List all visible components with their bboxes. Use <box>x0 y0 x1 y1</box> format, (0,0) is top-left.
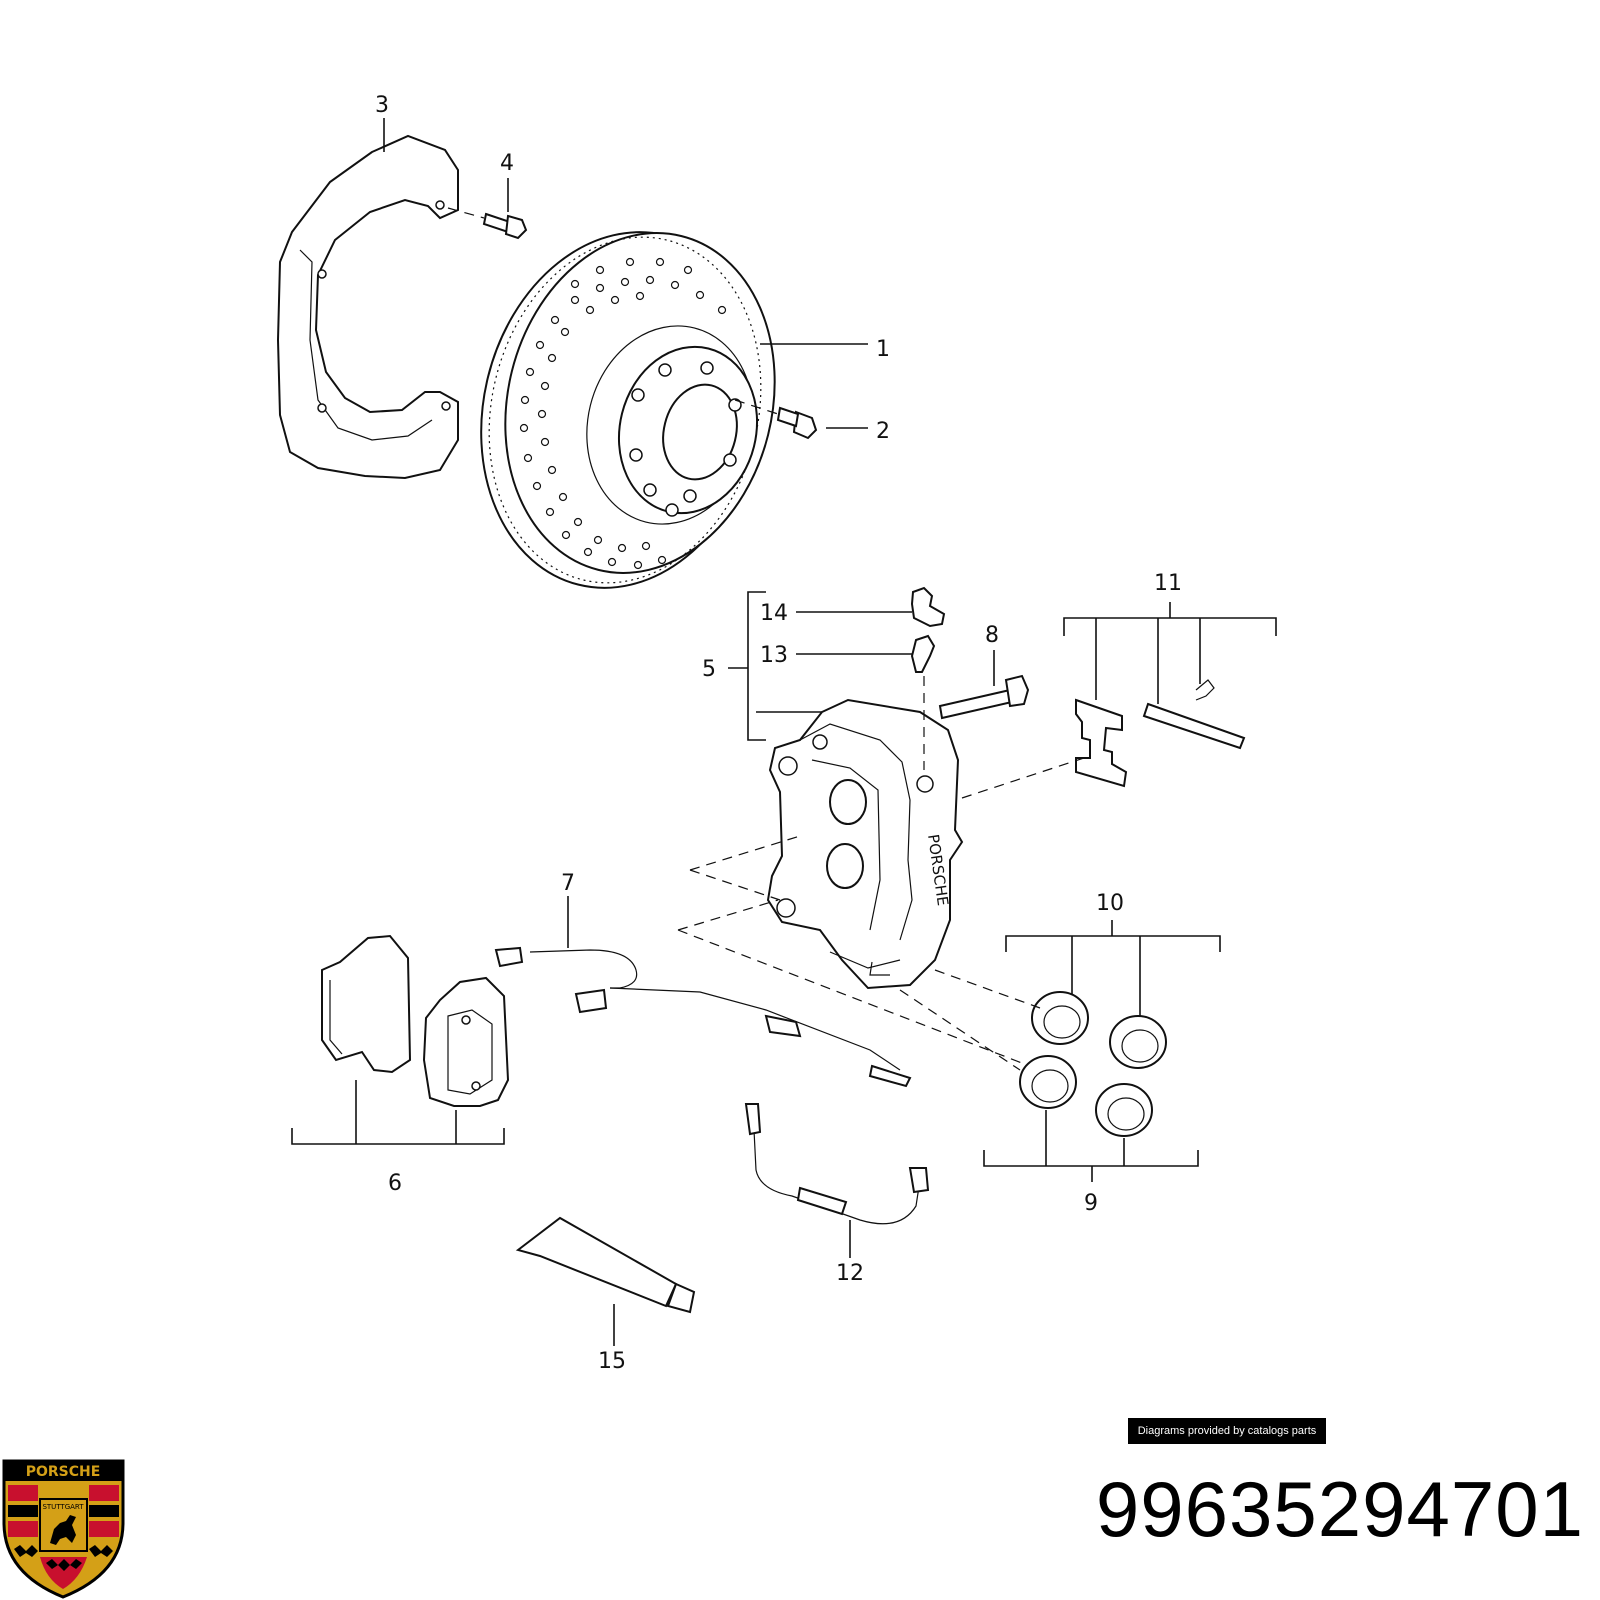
callout-2: 2 <box>876 419 890 444</box>
leader-lines-middle <box>728 591 1277 741</box>
callout-11: 11 <box>1154 571 1182 596</box>
brake-pads-part <box>291 835 1041 1145</box>
callout-10: 10 <box>1096 891 1124 916</box>
callout-12: 12 <box>836 1261 864 1286</box>
callout-14: 14 <box>760 601 788 626</box>
brake-line-part <box>744 1103 930 1258</box>
crest-top-text: PORSCHE <box>26 1464 101 1480</box>
disc-screw-part <box>734 399 818 440</box>
shield-bolt-part <box>447 207 528 240</box>
bleeder-valve-part <box>910 586 946 770</box>
callout-7: 7 <box>561 871 575 896</box>
callout-5: 5 <box>702 657 716 682</box>
brake-disc-part <box>480 231 776 589</box>
callout-13: 13 <box>760 643 788 668</box>
callout-15: 15 <box>598 1349 626 1374</box>
grease-tube-part <box>515 1216 696 1346</box>
brake-caliper-part: PORSCHE <box>766 698 964 990</box>
callout-labels: 1 2 3 4 5 6 7 8 9 10 11 12 13 14 15 <box>375 93 1182 1374</box>
crest-center-text: STUTTGART <box>42 1503 84 1511</box>
callout-1: 1 <box>876 337 890 362</box>
wear-sensor-part <box>494 896 912 1088</box>
callout-6: 6 <box>388 1171 402 1196</box>
dust-shield-part <box>276 134 459 480</box>
callout-4: 4 <box>500 151 514 176</box>
diagram-credit-label: Diagrams provided by catalogs parts <box>1128 1418 1326 1444</box>
pad-retainer-part <box>961 679 1246 799</box>
caliper-bolt-part <box>938 650 1030 720</box>
callout-3: 3 <box>375 93 389 118</box>
callout-9: 9 <box>1084 1191 1098 1216</box>
piston-seals-part <box>899 920 1221 1182</box>
callout-8: 8 <box>985 623 999 648</box>
part-number: 99635294701 <box>1095 1465 1584 1553</box>
porsche-crest-icon: PORSCHE STUTTGART <box>2 1459 125 1599</box>
leader-lines-top <box>383 118 868 429</box>
